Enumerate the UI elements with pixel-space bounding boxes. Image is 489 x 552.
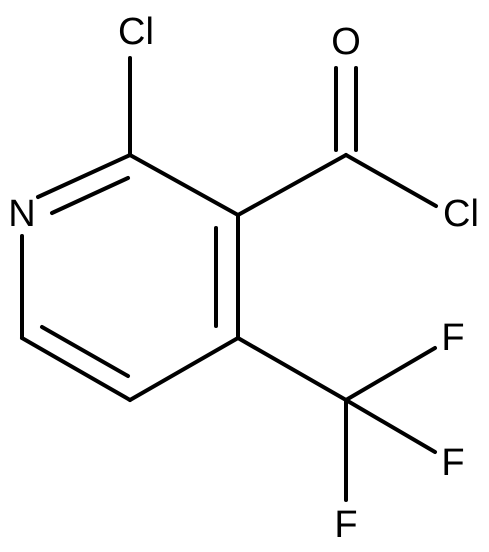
bond-n-c2-inner: [50, 176, 130, 215]
bond-c5-c6-inner: [40, 325, 130, 378]
atom-label-cl-acyl: Cl: [443, 193, 479, 235]
atom-label-cl-ring: Cl: [118, 11, 154, 53]
atom-label-f1: F: [441, 317, 464, 359]
bond-c3-cacyl: [236, 153, 348, 217]
bond-cacyl-cl: [344, 153, 438, 208]
atom-label-n: N: [8, 193, 35, 235]
bond-c5-c6: [20, 336, 132, 402]
bond-ccf3-f2: [344, 398, 437, 454]
bond-c4-c5: [128, 336, 240, 402]
bond-c2-c3: [128, 153, 240, 217]
bond-ccf3-f1: [344, 346, 437, 402]
bond-n-c2: [36, 153, 132, 199]
atom-label-f3: F: [334, 504, 357, 546]
bond-c4-ccf3: [236, 336, 348, 402]
atom-label-o: O: [331, 21, 361, 63]
atom-label-f2: F: [441, 442, 464, 484]
